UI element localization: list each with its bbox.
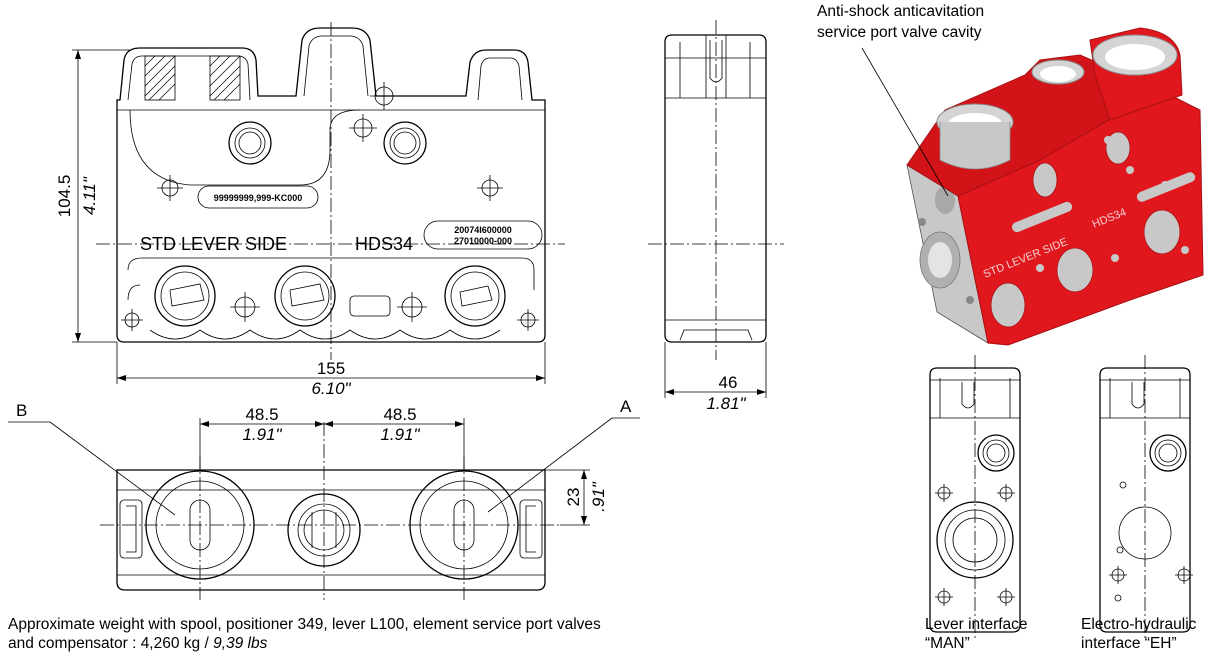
cavity-callout-line2: service port valve cavity (817, 24, 982, 41)
hatched-port-left (144, 55, 176, 101)
std-lever-side-text: STD LEVER SIDE (140, 234, 287, 254)
pitch-left-mm: 48.5 (245, 405, 278, 424)
isometric-render: HDS34 STD LEVER SIDE (861, 27, 1204, 346)
width-mm: 155 (317, 359, 345, 378)
label-a: A (620, 397, 632, 416)
callout-b: B (8, 401, 176, 516)
eh-caption: Electro-hydraulic interface “EH” (1081, 615, 1196, 653)
eh-caption-line2: interface “EH” (1081, 635, 1177, 652)
depth-mm: 46 (719, 373, 738, 392)
service-port-center (274, 265, 336, 327)
boss-right (383, 121, 427, 165)
width-in: 6.10" (311, 379, 351, 398)
hatched-port-right (209, 55, 241, 101)
weight-note-line1: Approximate weight with spool, positione… (8, 616, 601, 633)
code-plate (423, 220, 543, 250)
label-b: B (16, 401, 27, 420)
bottom-dimensions: 48.5 1.91" 48.5 1.91" 23 .91" (199, 405, 608, 526)
man-caption-line1: Lever interface (925, 616, 1028, 633)
offset-mm: 23 (564, 488, 583, 507)
crosshair-holes (121, 82, 539, 331)
offset-in: .91" (589, 481, 608, 512)
height-in: 4.11" (80, 176, 99, 215)
bottom-view (100, 422, 560, 600)
service-port-b (154, 265, 216, 327)
weight-note-line2: and compensator : 4,260 kg / 9,39 lbs (8, 634, 601, 653)
man-interface-view (929, 355, 1021, 640)
service-port-a (444, 265, 506, 327)
front-view: 99999999,999-KC000 STD LEVER SIDE HDS34 … (96, 22, 565, 360)
weight-note-prefix: and compensator : 4,260 kg / (8, 635, 214, 652)
side-dimensions: 46 1.81" (664, 342, 767, 413)
man-caption-line2: “MAN” (925, 635, 970, 652)
cavity-leader (861, 47, 949, 197)
eh-interface-view (1099, 355, 1193, 640)
code-line-2: 27010000-000 (454, 236, 512, 246)
man-caption: Lever interface “MAN” (925, 615, 1028, 653)
part-number: 99999999,999-KC000 (214, 193, 303, 203)
code-line-1: 20074I600000 (454, 225, 512, 235)
cavity-callout-line1: Anti-shock anticavitation (817, 3, 984, 20)
weight-note: Approximate weight with spool, positione… (8, 615, 601, 653)
pitch-right-mm: 48.5 (383, 405, 416, 424)
part-number-plate (197, 185, 319, 209)
model-text: HDS34 (355, 234, 413, 254)
front-dimensions: 104.5 4.11" 155 6.10" (55, 49, 546, 398)
pitch-left-in: 1.91" (242, 425, 282, 444)
eh-caption-line1: Electro-hydraulic (1081, 616, 1197, 633)
weight-note-imperial: 9,39 lbs (213, 635, 268, 652)
height-mm: 104.5 (55, 175, 74, 218)
depth-in: 1.81" (706, 394, 746, 413)
callout-a: A (487, 397, 640, 513)
boss-left (228, 121, 272, 165)
side-view (648, 20, 784, 360)
pitch-right-in: 1.91" (380, 425, 420, 444)
